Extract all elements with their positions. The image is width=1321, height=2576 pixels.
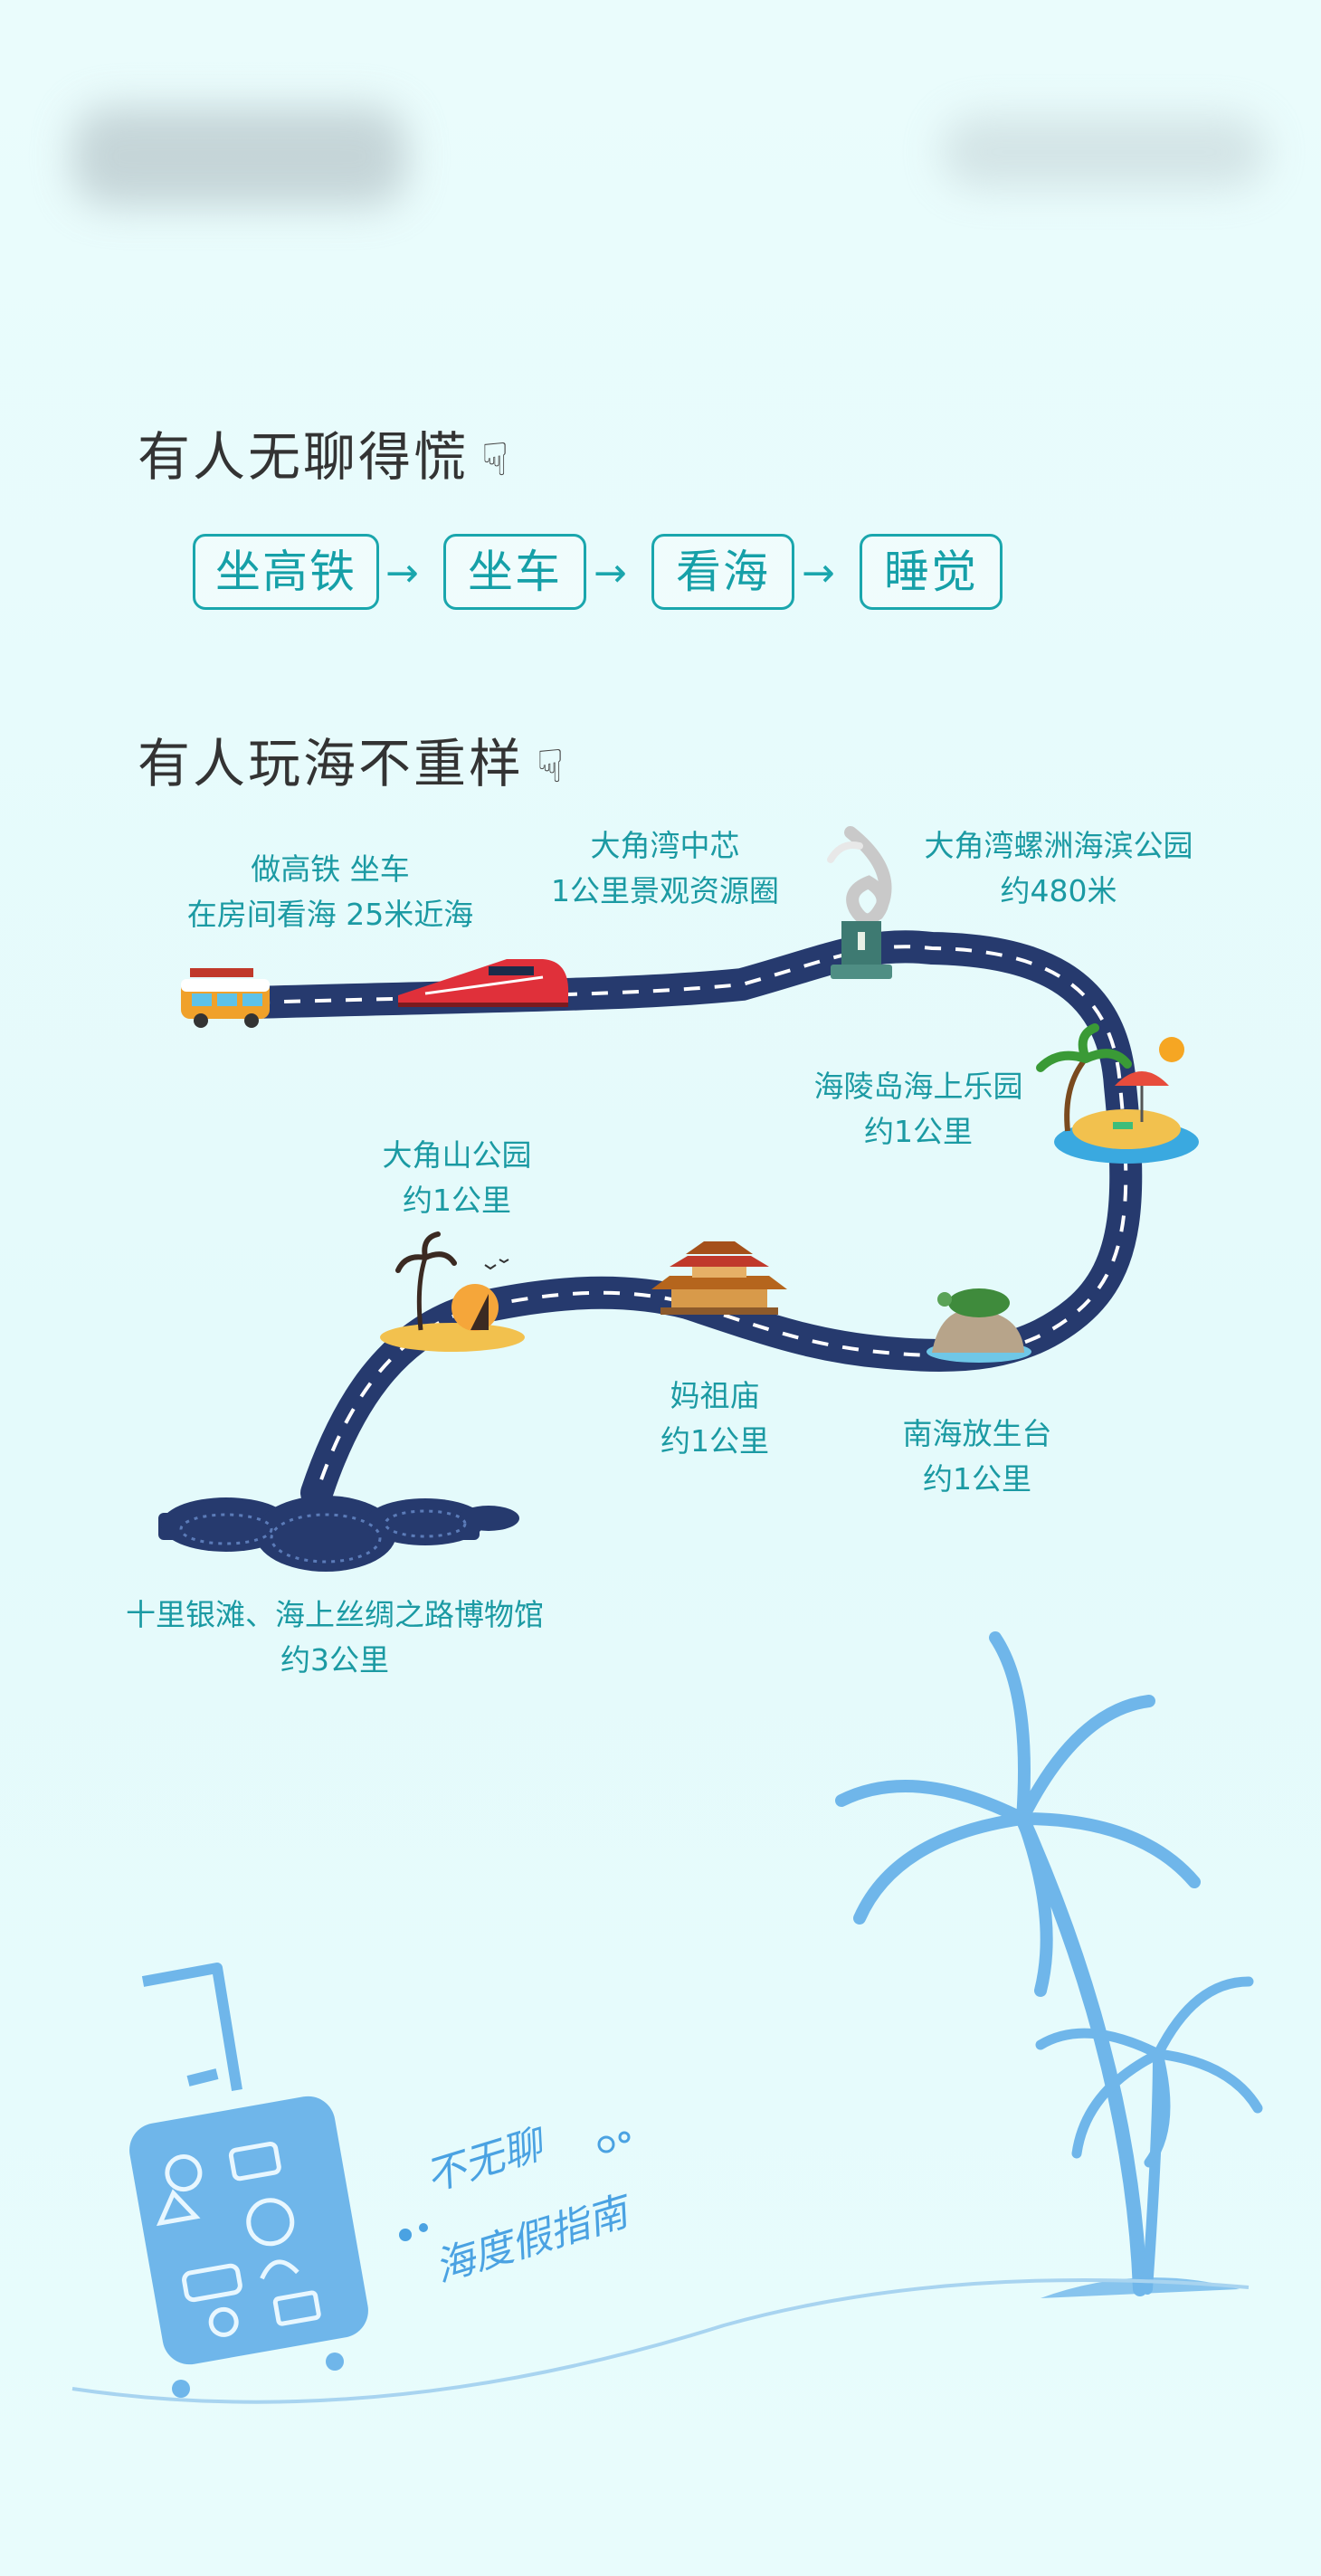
suitcase-icon bbox=[129, 1963, 368, 2398]
museum-icon bbox=[158, 1496, 519, 1572]
van-icon bbox=[181, 968, 270, 1028]
stop-label-museum: 十里银滩、海上丝绸之路博物馆 约3公里 bbox=[126, 1597, 544, 1678]
dot-decoration bbox=[618, 2131, 631, 2143]
section2-title: 有人玩海不重样☟ bbox=[138, 733, 567, 794]
arrow-icon: → bbox=[385, 550, 419, 596]
blurred-logo-left bbox=[72, 107, 407, 206]
arrow-icon: → bbox=[802, 550, 835, 596]
stop-label-water-park: 海陵岛海上乐园 约1公里 bbox=[813, 1069, 1023, 1149]
stop-label-mountain-park: 大角山公园 约1公里 bbox=[382, 1137, 532, 1218]
arrow-icon: → bbox=[594, 550, 627, 596]
step-high-speed-rail: 坐高铁 bbox=[193, 534, 379, 610]
stop-label-center: 大角湾中芯 1公里景观资源圈 bbox=[551, 828, 779, 908]
blurred-logo-right bbox=[941, 116, 1267, 188]
step-car: 坐车 bbox=[443, 534, 586, 610]
palm-tree-icon bbox=[835, 1631, 1263, 2296]
dot-decoration bbox=[419, 2223, 428, 2232]
turtle-rock-icon bbox=[927, 1288, 1031, 1363]
stop-label-temple: 妈祖庙 约1公里 bbox=[660, 1378, 769, 1459]
island-icon bbox=[1036, 1023, 1199, 1164]
stop-label-train: 做高铁 坐车 在房间看海 25米近海 bbox=[186, 851, 474, 932]
stop-label-park: 大角湾螺洲海滨公园 约480米 bbox=[924, 828, 1193, 908]
dot-decoration bbox=[597, 2135, 615, 2153]
sunset-island-icon bbox=[380, 1231, 525, 1352]
dot-decoration bbox=[399, 2229, 412, 2241]
step-sleep: 睡觉 bbox=[860, 534, 1003, 610]
pointing-hand-icon: ☟ bbox=[537, 740, 567, 793]
pointing-hand-icon: ☟ bbox=[481, 433, 512, 486]
temple-icon bbox=[651, 1241, 787, 1315]
stop-label-release-platform: 南海放生台 约1公里 bbox=[902, 1416, 1052, 1497]
section1-title: 有人无聊得慌☟ bbox=[138, 426, 512, 488]
step-sea: 看海 bbox=[651, 534, 794, 610]
train-icon bbox=[398, 959, 569, 1007]
monument-icon bbox=[827, 826, 892, 979]
road-center-line bbox=[252, 945, 1128, 1494]
ground-line bbox=[71, 2278, 1250, 2404]
